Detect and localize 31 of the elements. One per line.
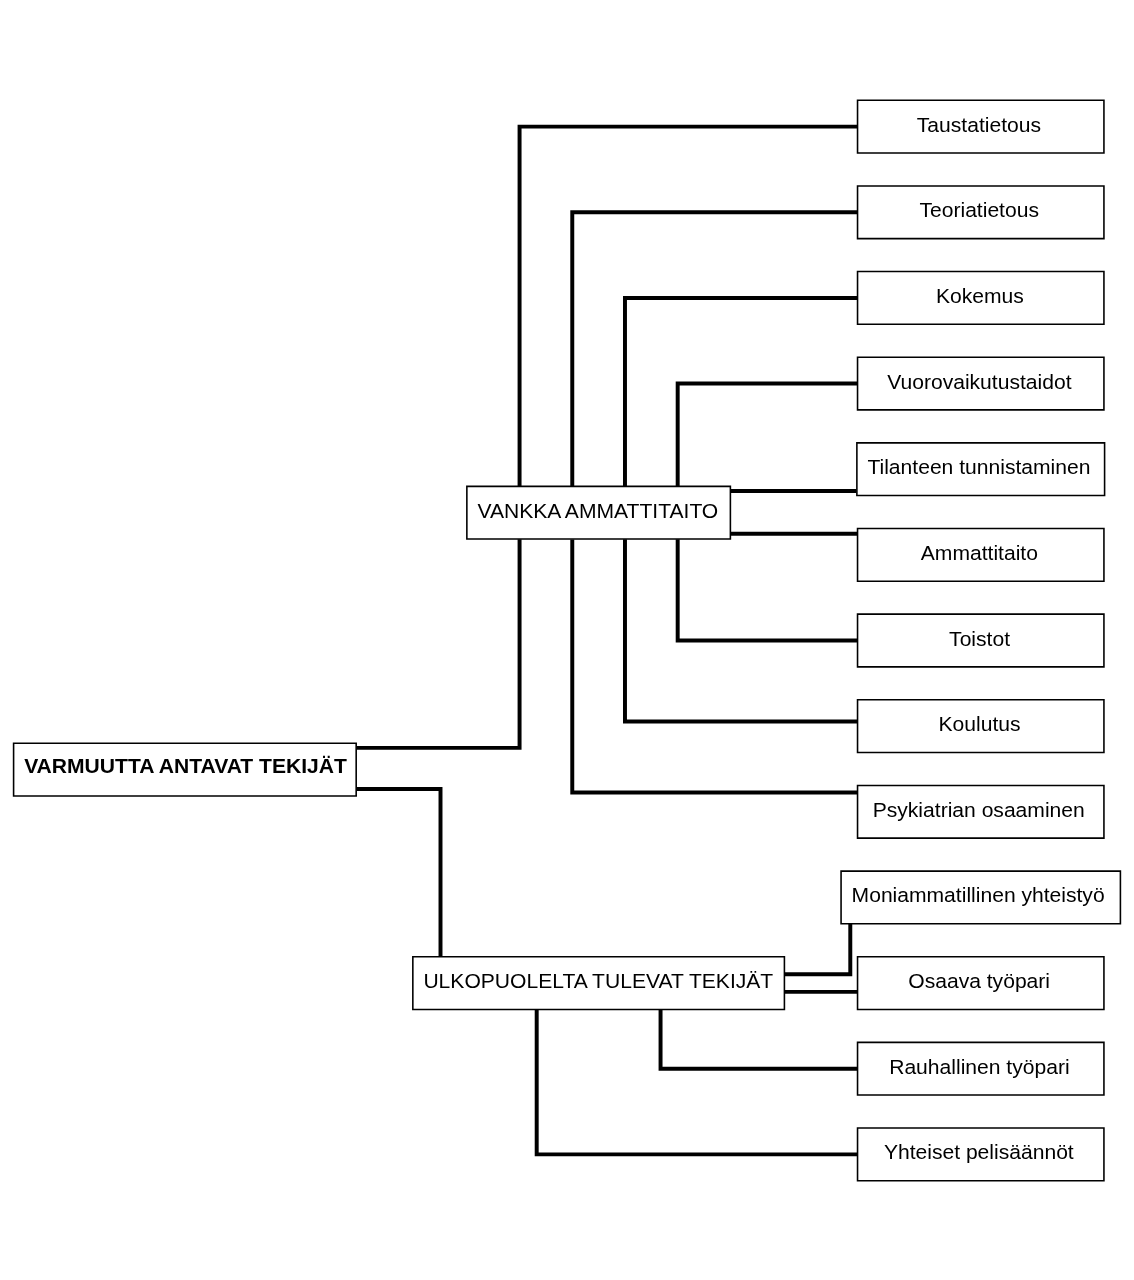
connector — [356, 538, 522, 750]
connector — [675, 381, 858, 486]
connector — [730, 488, 857, 493]
node-box: Teoriatietous — [856, 184, 1105, 239]
connector — [570, 209, 858, 486]
connector — [517, 124, 858, 486]
connector — [730, 531, 858, 536]
connector — [675, 538, 858, 642]
connector — [784, 923, 853, 976]
connector — [534, 1009, 858, 1156]
node-box: Ammattitaito — [856, 527, 1105, 582]
connector — [623, 538, 858, 723]
node-box: Moniammatillinen yhteistyö — [840, 869, 1122, 925]
node-box: Koulutus — [856, 698, 1105, 753]
node-box: Taustatietous — [856, 98, 1105, 154]
node-box: Toistot — [856, 612, 1105, 668]
connector — [623, 295, 858, 486]
node-box: Yhteiset pelisäännöt — [856, 1126, 1105, 1181]
node-box: Rauhallinen työpari — [856, 1041, 1105, 1096]
node-box: Kokemus — [856, 270, 1105, 325]
connector — [570, 539, 858, 794]
node-box: Osaava työpari — [856, 955, 1105, 1010]
connector — [784, 989, 858, 994]
connector — [658, 1009, 858, 1071]
node-box: VANKKA AMMATTITAITO — [466, 485, 732, 540]
node-box: Psykiatrian osaaminen — [856, 784, 1105, 839]
node-box: VARMUUTTA ANTAVAT TEKIJÄT — [12, 742, 357, 797]
connector — [356, 786, 443, 956]
node-box: ULKOPUOLELTA TULEVAT TEKIJÄT — [412, 955, 786, 1010]
node-box: Vuorovaikutustaidot — [856, 355, 1105, 411]
node-box: Tilanteen tunnistaminen — [856, 441, 1106, 496]
